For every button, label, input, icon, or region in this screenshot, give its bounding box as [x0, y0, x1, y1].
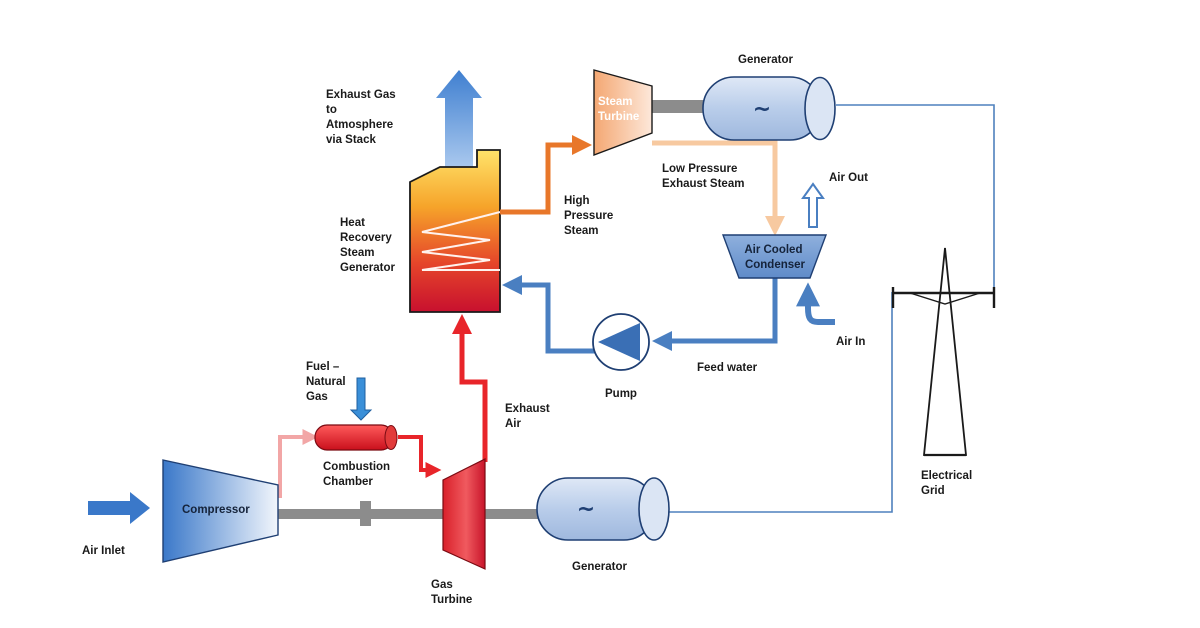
combustion-chamber	[314, 424, 398, 451]
shaft-coupling	[360, 501, 371, 526]
stack-exhaust-arrow	[436, 70, 482, 167]
hrsg-coil	[421, 211, 501, 271]
label-feed-water: Feed water	[697, 362, 758, 374]
gas-turbine-shaft	[278, 509, 540, 519]
shafts	[278, 100, 712, 526]
heat-recovery-steam-generator	[409, 149, 501, 313]
label-combustion-chamber: Combustion Chamber	[323, 461, 393, 488]
label-high-pressure-steam: High Pressure Steam	[564, 195, 616, 237]
top-generator-power-line	[836, 104, 995, 290]
top-generator-symbol: ~	[753, 97, 771, 122]
feed-water-pipe-pump-to-hrsg	[502, 275, 596, 354]
label-pump: Pump	[605, 388, 637, 400]
bottom-generator-power-line	[668, 292, 893, 513]
label-gas-turbine: Gas Turbine	[431, 579, 472, 606]
label-air-inlet: Air Inlet	[82, 545, 125, 557]
pump	[592, 313, 650, 371]
label-air-out: Air Out	[829, 172, 868, 184]
exhaust-air-pipe	[452, 314, 488, 462]
label-air-in: Air In	[836, 336, 865, 348]
fuel-inlet-arrow	[349, 377, 373, 421]
bottom-generator-symbol: ~	[577, 497, 595, 522]
air-in-arrow	[796, 282, 835, 325]
air-out-arrow	[801, 182, 825, 228]
electrical-grid-tower	[891, 247, 996, 457]
electrical-lines	[668, 104, 995, 513]
label-hrsg: Heat Recovery Steam Generator	[340, 217, 395, 274]
air-cooled-condenser	[721, 234, 828, 279]
gas-turbine	[442, 458, 486, 570]
high-pressure-steam-pipe	[500, 135, 592, 215]
hrsg-body	[409, 149, 501, 313]
label-exhaust-gas: Exhaust Gas to Atmosphere via Stack	[326, 89, 399, 146]
label-condenser: Air Cooled Condenser	[744, 244, 805, 271]
feed-water-pipe-condenser-to-pump	[652, 278, 778, 351]
compressed-air-pipe	[278, 429, 319, 498]
air-inlet-arrow	[88, 492, 150, 524]
label-low-pressure-steam: Low Pressure Exhaust Steam	[662, 163, 744, 190]
hot-gas-pipe	[398, 435, 442, 478]
label-electrical-grid: Electrical Grid	[921, 470, 975, 497]
label-generator-top: Generator	[738, 54, 793, 66]
label-compressor: Compressor	[182, 504, 250, 516]
compressor	[162, 459, 279, 563]
label-steam-turbine: Steam Turbine	[598, 96, 639, 123]
top-generator	[702, 76, 836, 141]
bottom-generator	[536, 477, 670, 541]
label-fuel: Fuel – Natural Gas	[306, 361, 349, 403]
low-pressure-steam-pipe	[652, 140, 785, 236]
label-exhaust-air: Exhaust Air	[505, 403, 553, 430]
steam-turbine-shaft	[652, 100, 712, 113]
steam-turbine	[593, 69, 653, 157]
label-generator-bottom: Generator	[572, 561, 627, 573]
